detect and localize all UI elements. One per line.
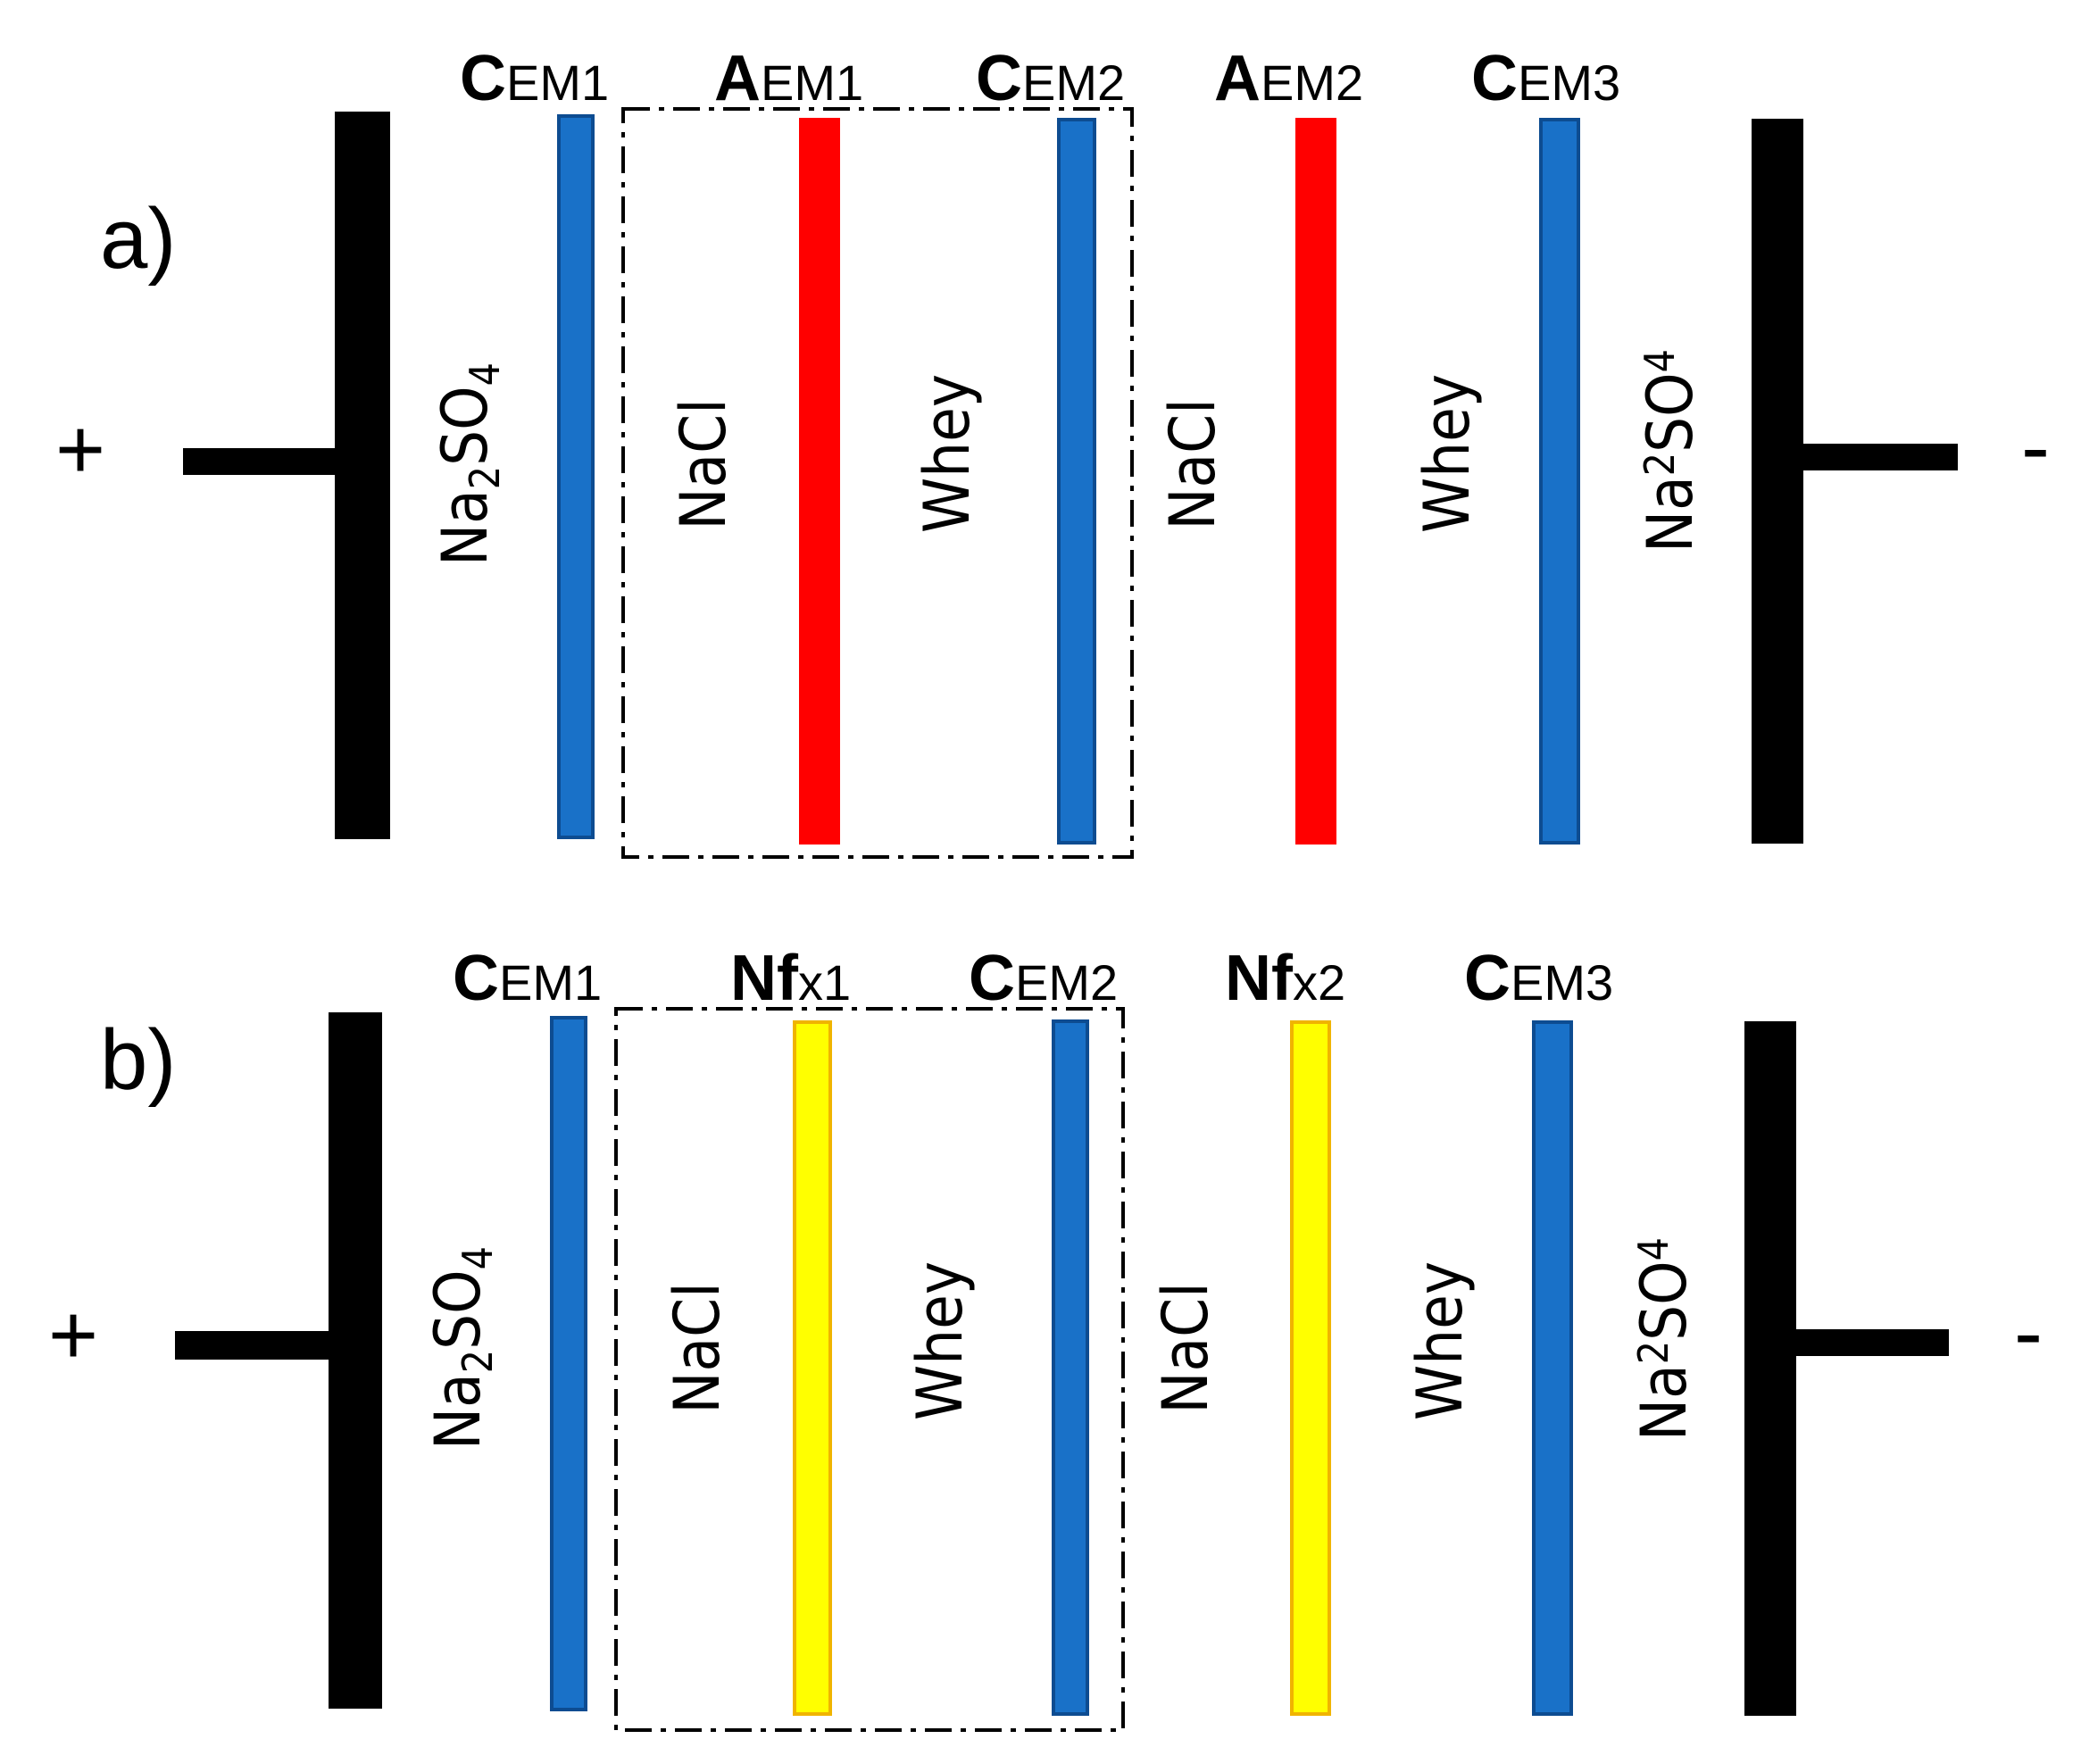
panel-a-minus-sign: -: [2021, 399, 2050, 495]
panel-b-plus-sign: +: [48, 1287, 98, 1383]
panel-a-membrane-aem1: [799, 118, 840, 845]
panel-a-label-cem1: CEM1: [460, 43, 609, 114]
panel-a: a) + - CEM1 AEM1 CEM2 AEM2 CEM3 Na2SO4 N…: [55, 43, 2050, 859]
panel-a-label-cem2: CEM2: [976, 43, 1125, 114]
panel-b-solution-whey-2: Whey: [1403, 1261, 1477, 1420]
panel-a-membrane-cem1: [557, 114, 595, 839]
panel-b-membrane-cem1: [550, 1016, 587, 1711]
panel-b-tag: b): [100, 1012, 176, 1108]
panel-a-solution-whey-2: Whey: [1411, 374, 1484, 533]
panel-b: b) + - CEM1 Nfx1 CEM2 Nfx2 CEM3 Na2SO4 N…: [48, 943, 2043, 1732]
panel-b-solution-nacl-1: NaCl: [661, 1282, 734, 1413]
panel-a-label-aem1: AEM1: [714, 43, 863, 114]
panel-a-plus-sign: +: [55, 402, 105, 497]
panel-a-cathode: [1752, 119, 1803, 844]
panel-a-cathode-lead: [1803, 444, 1958, 470]
panel-b-cathode: [1744, 1021, 1796, 1716]
panel-a-label-aem2: AEM2: [1214, 43, 1363, 114]
panel-a-tag: a): [100, 191, 176, 287]
panel-b-anode: [329, 1012, 382, 1709]
panel-b-catholyte-label: Na2SO4: [1627, 1237, 1701, 1441]
panel-a-repeat-unit-box: [621, 107, 1134, 859]
panel-b-membrane-cem2: [1052, 1019, 1089, 1716]
panel-b-cathode-lead: [1796, 1329, 1949, 1356]
panel-a-anolyte-label: Na2SO4: [429, 362, 509, 566]
panel-b-membrane-cem3: [1532, 1020, 1573, 1716]
panel-a-anode: [335, 112, 390, 839]
panel-b-label-cem2: CEM2: [969, 943, 1118, 1014]
panel-b-solution-whey-1: Whey: [903, 1261, 977, 1420]
panel-b-anolyte-label: Na2SO4: [421, 1246, 502, 1450]
panel-b-membrane-nfx1: [793, 1020, 832, 1716]
panel-b-label-cem1: CEM1: [453, 943, 602, 1014]
panel-a-membrane-aem2: [1295, 118, 1336, 845]
panel-b-label-nfx2: Nfx2: [1225, 943, 1345, 1014]
panel-b-anode-lead: [175, 1331, 329, 1360]
panel-b-minus-sign: -: [2014, 1285, 2043, 1380]
panel-b-solution-nacl-2: NaCl: [1149, 1282, 1222, 1413]
panel-b-label-nfx1: Nfx1: [730, 943, 851, 1014]
panel-b-membrane-nfx2: [1290, 1020, 1331, 1716]
panel-a-solution-nacl-2: NaCl: [1156, 398, 1229, 529]
panel-a-membrane-cem2: [1057, 118, 1096, 845]
panel-a-solution-whey-1: Whey: [911, 374, 984, 533]
panel-b-repeat-unit-box: [614, 1007, 1125, 1732]
panel-a-catholyte-label: Na2SO4: [1634, 349, 1707, 553]
panel-a-solution-nacl-1: NaCl: [667, 398, 740, 529]
panel-a-membrane-cem3: [1539, 118, 1580, 845]
panel-a-label-cem3: CEM3: [1471, 43, 1620, 114]
panel-b-label-cem3: CEM3: [1464, 943, 1613, 1014]
panel-a-anode-lead: [183, 448, 335, 475]
